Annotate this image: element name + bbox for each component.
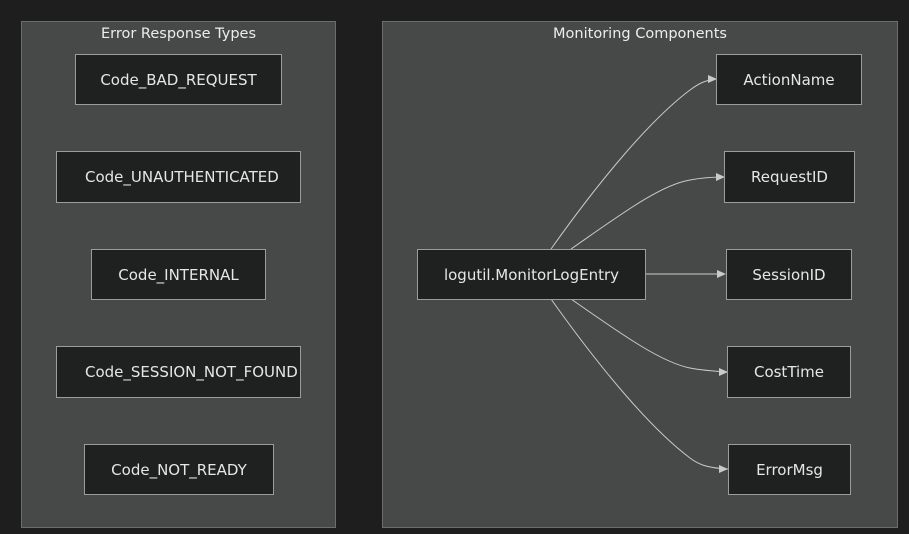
node-sessionid: SessionID bbox=[726, 249, 852, 300]
node-costtime: CostTime bbox=[727, 346, 851, 398]
node-code-session-not-found: Code_SESSION_NOT_FOUND bbox=[56, 346, 301, 398]
node-requestid: RequestID bbox=[724, 151, 855, 203]
node-code-internal: Code_INTERNAL bbox=[91, 249, 266, 300]
node-actionname: ActionName bbox=[716, 54, 862, 105]
cluster-title-errors: Error Response Types bbox=[100, 26, 257, 42]
node-code-bad-request: Code_BAD_REQUEST bbox=[75, 54, 282, 105]
node-code-unauthenticated: Code_UNAUTHENTICATED bbox=[56, 151, 301, 203]
node-logutil-monitorlogentry: logutil.MonitorLogEntry bbox=[417, 249, 646, 300]
cluster-title-monitoring: Monitoring Components bbox=[553, 26, 727, 42]
node-errormsg: ErrorMsg bbox=[728, 444, 851, 495]
node-code-not-ready: Code_NOT_READY bbox=[84, 444, 274, 495]
